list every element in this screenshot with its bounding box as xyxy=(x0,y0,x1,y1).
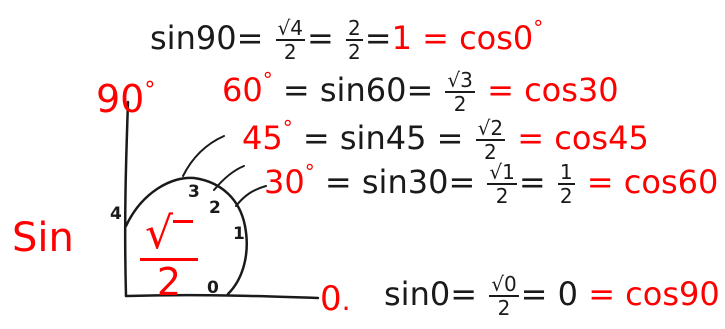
leader-line-45 xyxy=(213,165,245,191)
row-sin90-rhs: cos0 xyxy=(459,19,534,57)
y-axis-line xyxy=(123,100,130,298)
y-axis-label: 90° xyxy=(96,77,156,121)
point-label-0: 0 xyxy=(207,278,219,298)
row-sin0-rhs: cos90 xyxy=(625,275,720,313)
row-sin90-sqrt-arg: 4 xyxy=(290,16,304,40)
leader-line-60 xyxy=(182,135,225,177)
row-sin0: sin0= √0 2 = 0 = cos90 xyxy=(384,272,720,320)
x-axis-label: 0. xyxy=(320,279,351,319)
point-label-1: 1 xyxy=(233,224,245,244)
angle-label-30: 30 xyxy=(264,163,305,201)
row-sin90-value: 1 xyxy=(391,19,412,57)
big-sqrt-over-2: √ 2 xyxy=(140,212,198,301)
angle-label-45: 45 xyxy=(242,119,283,157)
point-label-3: 3 xyxy=(188,182,200,202)
sin-side-label: Sin xyxy=(12,215,74,261)
unit-curve xyxy=(124,176,248,296)
leader-line-30 xyxy=(235,185,267,207)
row-sin30-rhs: cos60 xyxy=(623,163,719,201)
row-sin45-lhs: sin45 xyxy=(339,119,427,157)
row-sin45: 45° = sin45 = √2 2 = cos45 xyxy=(242,116,649,164)
row-sin90-lhs: sin90 xyxy=(150,19,237,57)
row-sin60-lhs: sin60 xyxy=(319,71,407,109)
row-sin0-lhs: sin0 xyxy=(384,275,451,313)
row-sin30: 30° = sin30= √1 2 = 1 2 = cos60 xyxy=(264,160,719,208)
row-sin60: 60° = sin60= √3 2 = cos30 xyxy=(222,68,619,116)
row-sin30-lhs: sin30 xyxy=(361,163,449,201)
point-label-2: 2 xyxy=(209,198,221,218)
point-label-4: 4 xyxy=(110,204,122,224)
x-axis-line xyxy=(124,293,320,300)
row-sin60-rhs: cos30 xyxy=(524,71,619,109)
angle-label-60: 60 xyxy=(222,71,263,109)
row-sin45-rhs: cos45 xyxy=(554,119,649,157)
row-sin0-value: 0 xyxy=(557,275,579,313)
row-sin90: sin90= √4 2 = 2 2 =1 = cos0° xyxy=(150,16,544,64)
